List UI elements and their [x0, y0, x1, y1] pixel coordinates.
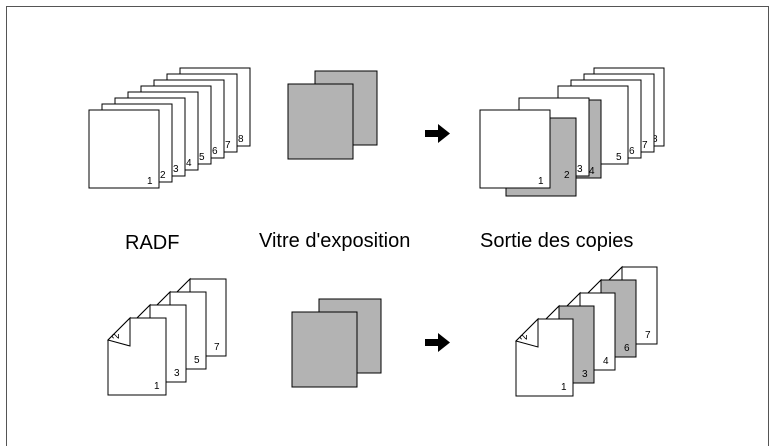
bottom-output-stack: 78645312: [515, 265, 658, 397]
page-number: 5: [199, 152, 205, 163]
top-platen-sheets: [287, 70, 378, 160]
page-number: 5: [616, 152, 622, 163]
page-number: 4: [589, 166, 595, 177]
platen-sheet-front: [287, 83, 354, 160]
page-number: 2: [160, 170, 166, 181]
folded-corner: [107, 316, 131, 347]
page-number: 7: [225, 140, 231, 151]
output-label: Sortie des copies: [480, 230, 633, 252]
page-number-front: 5: [194, 355, 200, 366]
page-number-back: 2: [519, 334, 530, 340]
page-number-front: 1: [561, 382, 567, 393]
platen-sheet-front: [291, 311, 358, 388]
page-number: 7: [642, 140, 648, 151]
bottom-arrow-icon: [425, 333, 450, 352]
original-sheet: [88, 109, 160, 189]
page-number: 6: [629, 146, 635, 157]
diagram-frame: [6, 6, 769, 446]
page-number-front: 3: [174, 368, 180, 379]
page-number-front: 1: [154, 381, 160, 392]
page-number: 4: [186, 158, 192, 169]
page-number-front: 6: [624, 343, 630, 354]
radf-label: RADF: [125, 232, 179, 254]
page-number: 8: [652, 134, 658, 145]
page-number: 3: [173, 164, 179, 175]
page-number: 1: [538, 176, 544, 187]
page-number: 1: [147, 176, 153, 187]
output-sheet: [479, 109, 551, 189]
page-number-front: 3: [582, 369, 588, 380]
top-arrow-icon: [425, 124, 450, 143]
page-number-back: 2: [111, 333, 122, 339]
page-number: 2: [564, 170, 570, 181]
bottom-originals-stack: 78563412: [107, 277, 227, 396]
page-number-front: 7: [645, 330, 651, 341]
page-number-front: 4: [603, 356, 609, 367]
page-number: 8: [238, 134, 244, 145]
platen-label: Vitre d'exposition: [259, 230, 410, 252]
bottom-platen-sheets: [291, 298, 382, 388]
page-number: 6: [212, 146, 218, 157]
page-number: 3: [577, 164, 583, 175]
page-number-front: 7: [214, 342, 220, 353]
folded-corner: [515, 317, 539, 348]
